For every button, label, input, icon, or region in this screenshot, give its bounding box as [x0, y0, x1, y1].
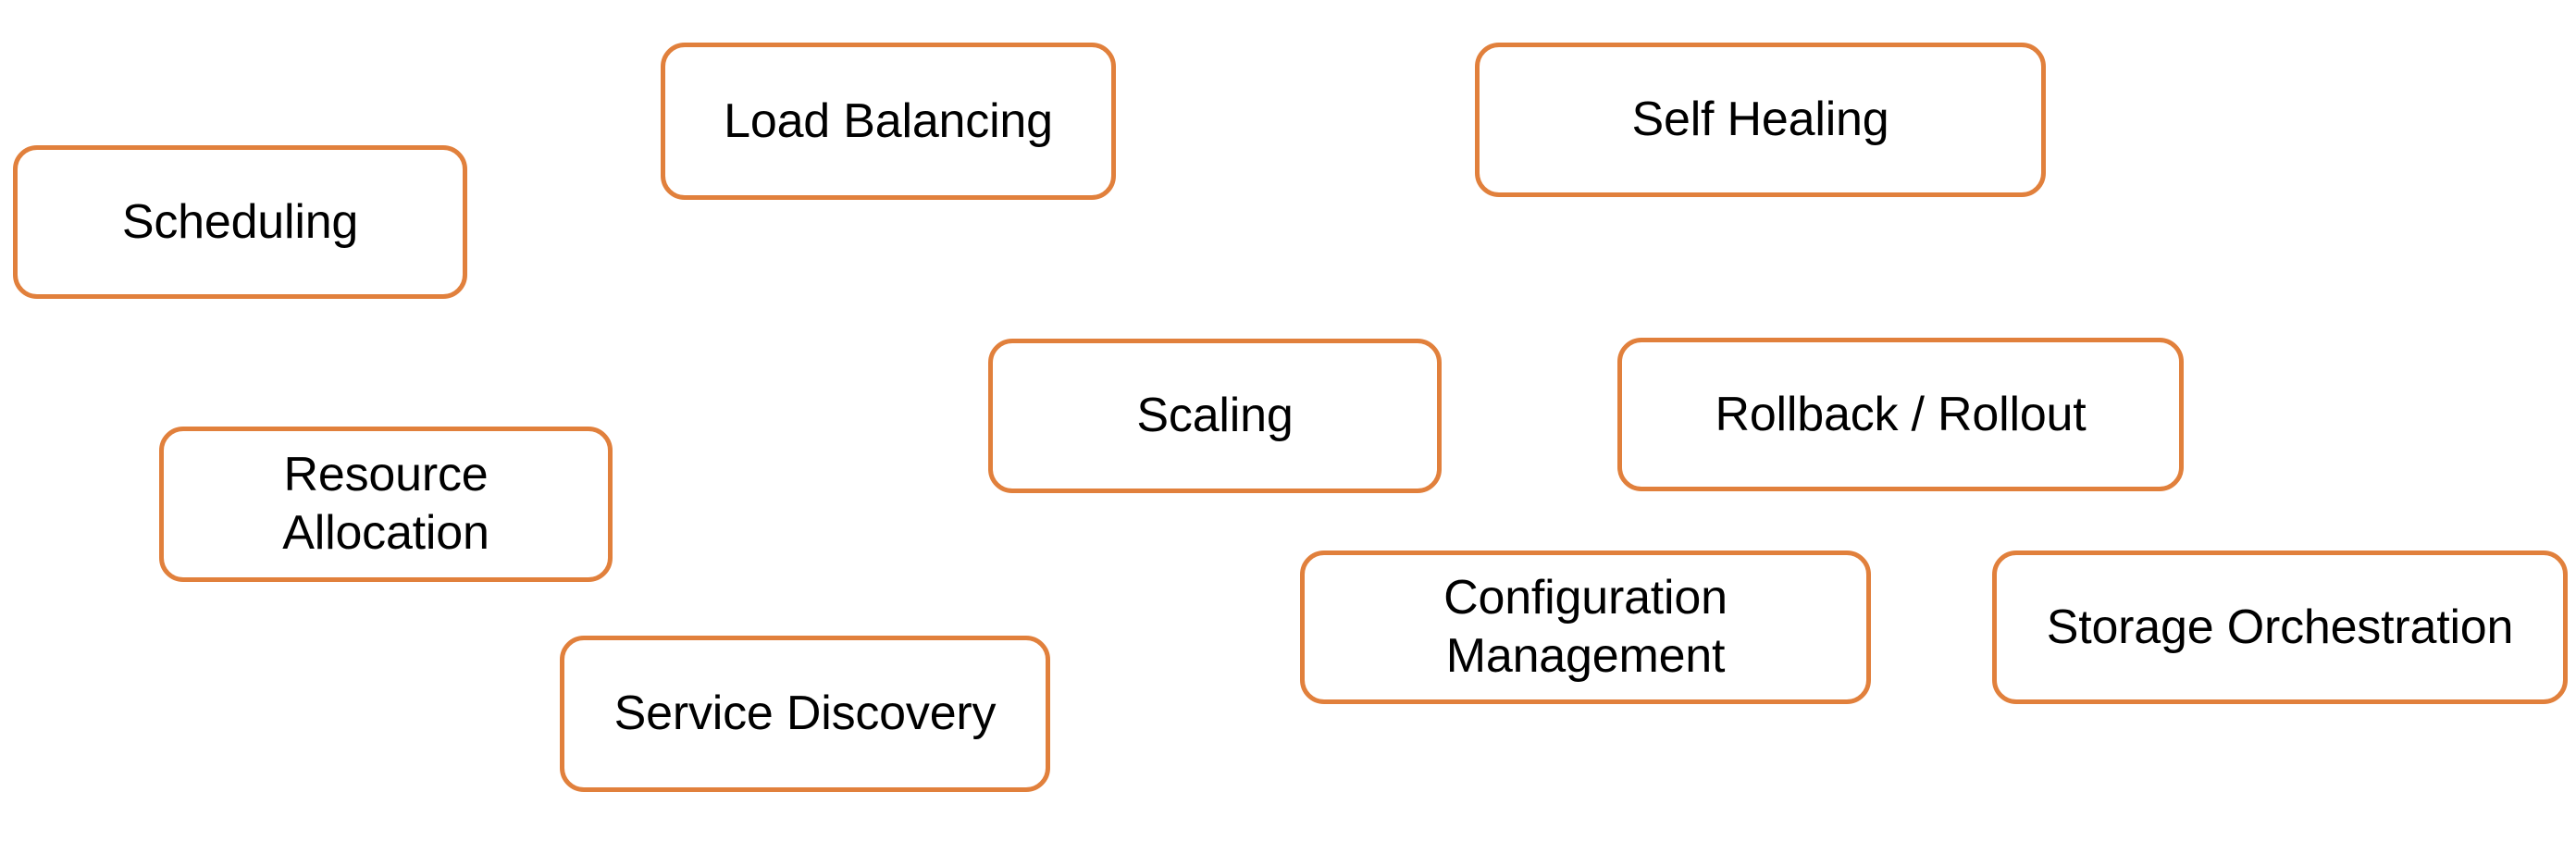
- node-label: Self Healing: [1631, 93, 1889, 147]
- node-label: Rollback / Rollout: [1715, 387, 2087, 441]
- node-load-balancing[interactable]: Load Balancing: [661, 43, 1116, 200]
- node-storage-orchestration[interactable]: Storage Orchestration: [1992, 551, 2568, 704]
- node-label: Resource Allocation: [282, 448, 489, 560]
- node-scheduling[interactable]: Scheduling: [13, 145, 467, 299]
- node-configuration-management[interactable]: Configuration Management: [1300, 551, 1871, 704]
- node-label: Configuration Management: [1443, 571, 1728, 683]
- node-resource-allocation[interactable]: Resource Allocation: [159, 427, 613, 582]
- node-self-healing[interactable]: Self Healing: [1475, 43, 2046, 197]
- node-label: Storage Orchestration: [2046, 600, 2514, 654]
- node-scaling[interactable]: Scaling: [988, 339, 1442, 493]
- node-rollback-rollout[interactable]: Rollback / Rollout: [1617, 338, 2184, 491]
- node-label: Load Balancing: [724, 93, 1053, 148]
- node-service-discovery[interactable]: Service Discovery: [560, 636, 1050, 792]
- node-label: Scaling: [1136, 389, 1294, 443]
- node-label: Scheduling: [121, 194, 359, 249]
- node-label: Service Discovery: [613, 687, 997, 741]
